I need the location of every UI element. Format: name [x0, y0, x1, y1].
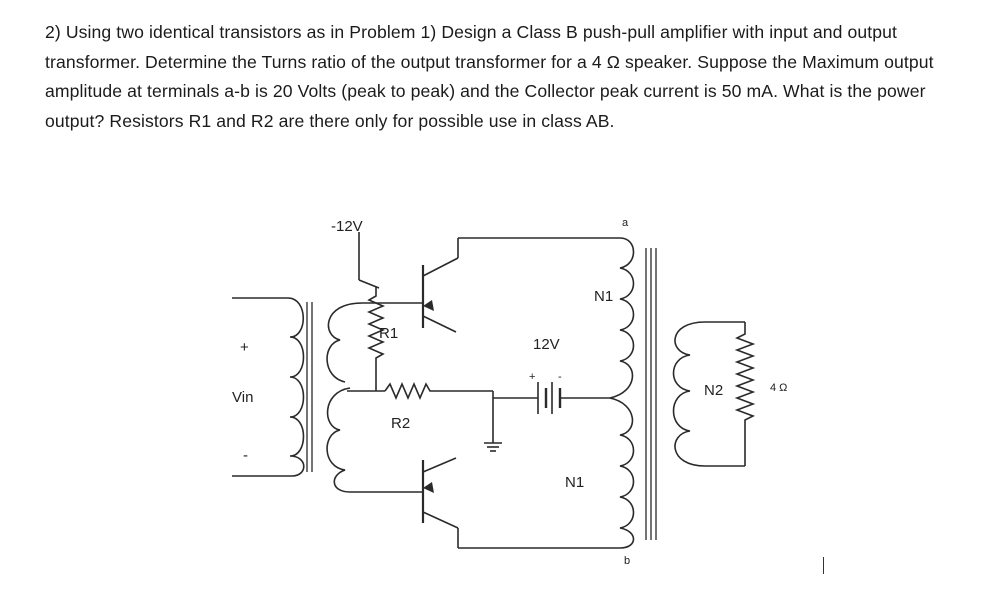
input-voltage-label: Vin	[232, 389, 253, 406]
ground-symbol	[484, 391, 502, 452]
resistor-r2-symbol	[384, 381, 493, 401]
input-minus-label: -	[243, 447, 248, 464]
output-primary-winding	[609, 237, 635, 549]
supply-negative-label: -12V	[331, 218, 363, 235]
text-cursor	[823, 557, 824, 574]
terminal-b-label: b	[624, 555, 630, 567]
winding-n1-top-label: N1	[594, 288, 613, 305]
winding-n1-bottom-label: N1	[565, 474, 584, 491]
bias-supply-wire-bend	[358, 279, 380, 289]
battery-12v-symbol	[537, 382, 610, 414]
battery-voltage-label: 12V	[533, 336, 560, 353]
input-secondary-winding	[326, 302, 363, 493]
input-primary-winding	[232, 297, 305, 477]
input-plus-label: +	[240, 339, 249, 356]
resistor-r2-label: R2	[391, 415, 410, 432]
battery-plus-label: +	[529, 371, 535, 383]
output-transformer-core	[645, 248, 657, 540]
battery-minus-label: -	[558, 371, 562, 383]
problem-statement: 2) Using two identical transistors as in…	[45, 18, 960, 136]
terminal-a-label: a	[622, 217, 629, 229]
speaker-load-resistor	[734, 322, 756, 466]
input-transformer-core	[306, 302, 313, 472]
top-transistor-q1	[362, 237, 620, 333]
bottom-transistor-q2	[350, 457, 620, 549]
winding-n2-label: N2	[704, 382, 723, 399]
resistor-r1-label: R1	[379, 325, 398, 342]
output-secondary-winding	[672, 321, 745, 467]
problem-paragraph: 2) Using two identical transistors as in…	[45, 22, 934, 131]
speaker-load-label: 4 Ω	[770, 382, 787, 394]
resistor-r1-symbol	[366, 287, 386, 391]
